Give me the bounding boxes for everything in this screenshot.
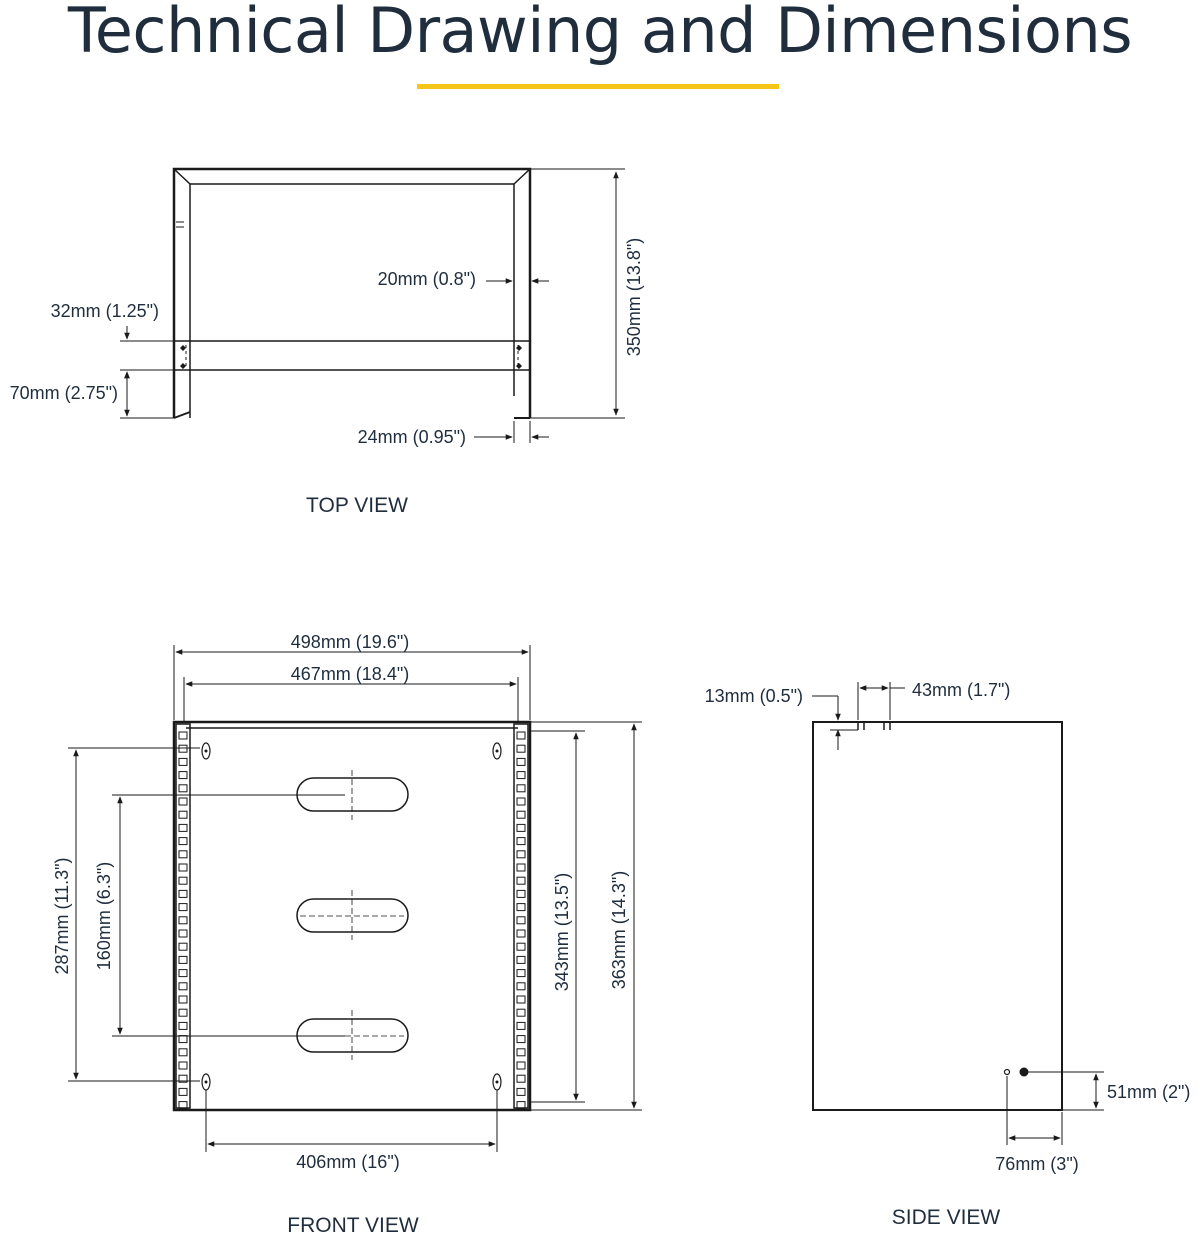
rail-hole bbox=[516, 810, 526, 819]
rail-hole bbox=[178, 744, 188, 753]
title-underline bbox=[417, 84, 779, 89]
dim-height-label: 363mm (14.3") bbox=[609, 871, 629, 989]
rail-hole bbox=[178, 731, 188, 740]
rail-hole bbox=[178, 1021, 188, 1030]
rail-hole bbox=[516, 771, 526, 780]
dim-foot-label: 24mm (0.95") bbox=[358, 427, 466, 447]
rail-hole bbox=[178, 771, 188, 780]
rail-hole bbox=[178, 955, 188, 964]
rail-hole bbox=[178, 903, 188, 912]
front-view-drawing bbox=[68, 645, 642, 1152]
cable-slots bbox=[296, 770, 409, 1060]
rail-hole bbox=[516, 1087, 526, 1096]
dim-depth-label: 350mm (13.8") bbox=[624, 238, 644, 356]
rail-hole bbox=[516, 982, 526, 991]
rail-hole bbox=[516, 876, 526, 885]
rail-hole bbox=[178, 797, 188, 806]
rail-hole bbox=[516, 1061, 526, 1070]
rail-hole bbox=[516, 837, 526, 846]
dim-bottom-height-label: 51mm (2") bbox=[1107, 1082, 1190, 1102]
dim-inner-rail-label: 20mm (0.8") bbox=[378, 269, 476, 289]
side-view-label: SIDE VIEW bbox=[892, 1206, 1001, 1229]
dim-bottom-width-label: 76mm (3") bbox=[995, 1154, 1078, 1174]
rail-hole bbox=[516, 942, 526, 951]
dim-top-width-label: 43mm (1.7") bbox=[912, 680, 1010, 700]
rail-hole bbox=[178, 1101, 188, 1110]
rail-hole bbox=[516, 757, 526, 766]
rail-hole bbox=[178, 810, 188, 819]
rail-hole bbox=[516, 850, 526, 859]
rail-hole bbox=[178, 1074, 188, 1083]
rail-hole bbox=[516, 1074, 526, 1083]
rail-hole bbox=[516, 969, 526, 978]
rail-hole bbox=[178, 916, 188, 925]
rail-hole bbox=[178, 1061, 188, 1070]
dim-hole-spacing-v-label: 287mm (11.3") bbox=[52, 857, 72, 974]
rail-hole bbox=[178, 1087, 188, 1096]
dim-bracket-label: 32mm (1.25") bbox=[51, 301, 159, 321]
rail-hole bbox=[516, 1021, 526, 1030]
rail-hole bbox=[178, 1035, 188, 1044]
rail-hole bbox=[178, 1048, 188, 1057]
rail-hole bbox=[516, 916, 526, 925]
rail-holes bbox=[178, 731, 526, 1110]
rail-hole bbox=[178, 982, 188, 991]
rail-hole bbox=[516, 1048, 526, 1057]
rail-hole bbox=[178, 850, 188, 859]
rail-hole bbox=[516, 955, 526, 964]
front-view-label: FRONT VIEW bbox=[287, 1214, 419, 1234]
rail-hole bbox=[178, 863, 188, 872]
rail-hole bbox=[516, 744, 526, 753]
rail-hole bbox=[516, 903, 526, 912]
rail-hole bbox=[516, 889, 526, 898]
top-view-drawing bbox=[120, 167, 625, 443]
rail-hole bbox=[178, 876, 188, 885]
rail-hole bbox=[516, 863, 526, 872]
rail-hole bbox=[516, 995, 526, 1004]
rail-hole bbox=[516, 784, 526, 793]
rail-hole bbox=[178, 929, 188, 938]
rail-hole bbox=[178, 837, 188, 846]
rail-hole bbox=[178, 995, 188, 1004]
rail-hole bbox=[516, 929, 526, 938]
rail-hole bbox=[178, 823, 188, 832]
page-title: Technical Drawing and Dimensions bbox=[67, 0, 1133, 67]
dim-outer-width-label: 498mm (19.6") bbox=[291, 632, 409, 652]
dim-slot-spacing-label: 160mm (6.3") bbox=[94, 862, 114, 970]
dim-rail-height-label: 343mm (13.5") bbox=[552, 873, 572, 991]
dim-hole-spacing-h-label: 406mm (16") bbox=[296, 1152, 399, 1172]
dim-offset-label: 70mm (2.75") bbox=[10, 383, 118, 403]
side-view-drawing bbox=[812, 682, 1104, 1145]
dim-top-offset-label: 13mm (0.5") bbox=[705, 686, 803, 706]
rail-hole bbox=[516, 1035, 526, 1044]
rail-hole bbox=[178, 969, 188, 978]
rail-hole bbox=[178, 942, 188, 951]
rail-hole bbox=[516, 731, 526, 740]
rail-hole bbox=[516, 797, 526, 806]
rail-hole bbox=[178, 784, 188, 793]
rail-hole bbox=[178, 1008, 188, 1017]
rail-hole bbox=[516, 1101, 526, 1110]
rail-hole bbox=[516, 1008, 526, 1017]
rail-hole bbox=[178, 889, 188, 898]
top-view-label: TOP VIEW bbox=[306, 494, 408, 517]
rail-hole bbox=[178, 757, 188, 766]
rail-hole bbox=[516, 823, 526, 832]
dim-inner-width-label: 467mm (18.4") bbox=[291, 664, 409, 684]
